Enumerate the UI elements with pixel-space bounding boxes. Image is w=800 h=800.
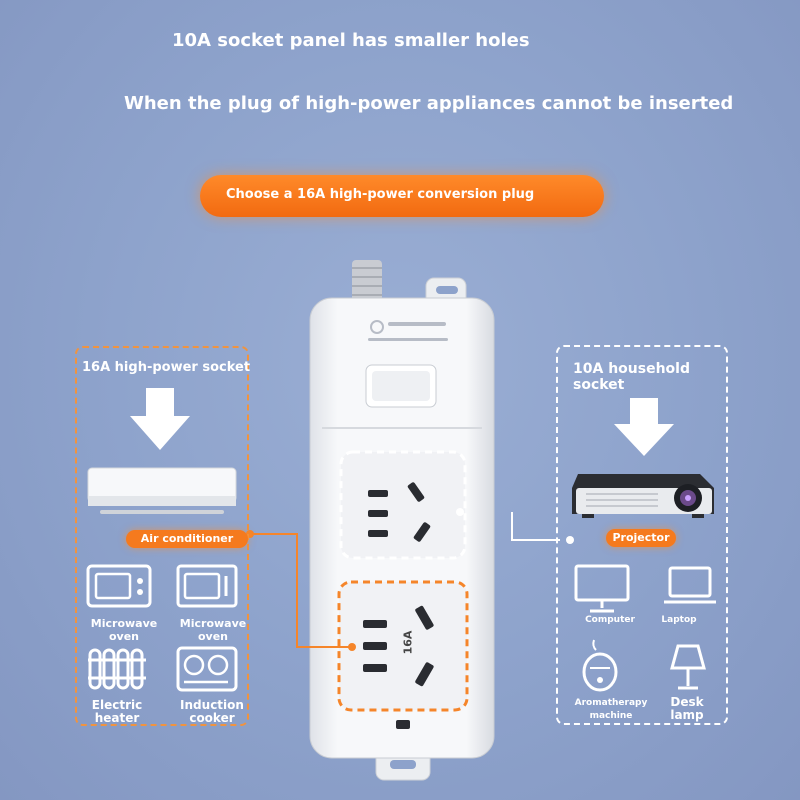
connector-right [511, 512, 560, 541]
arrow-down-icon [130, 388, 190, 450]
microwave-icon [86, 564, 152, 608]
item-label-2: Microwave oven [179, 617, 247, 643]
air-conditioner-icon [87, 467, 237, 514]
cta-label: Choose a 16A high-power conversion plug [226, 187, 535, 202]
power-cable [352, 260, 382, 306]
socket-10a [339, 450, 467, 560]
brand-logo [368, 320, 448, 341]
aroma-diffuser-icon [582, 639, 618, 692]
item-label-computer: Computer [585, 615, 635, 625]
heater-icon [88, 648, 146, 690]
right-panel-title: 10A household socket [573, 361, 690, 393]
item-label-aromatherapy: Aromatherapy machine [574, 698, 648, 721]
laptop-icon [664, 566, 716, 604]
power-switch [365, 364, 437, 408]
induction-cooker-icon [176, 646, 238, 692]
item-label-1: Microwave oven [90, 617, 158, 643]
arrow-down-icon [614, 398, 674, 456]
socket-16a-label: 16A [401, 630, 415, 655]
left-featured-tag: Air conditioner [126, 530, 248, 548]
microwave-icon [176, 564, 238, 608]
left-panel-title: 16A high-power socket [82, 360, 251, 375]
projector-icon [572, 474, 714, 518]
computer-icon [574, 564, 630, 613]
right-featured-tag: Projector [606, 529, 676, 547]
connector-left [250, 533, 352, 648]
left-panel-frame [75, 346, 249, 726]
item-label-3: Electric heater [91, 698, 143, 725]
desk-lamp-icon [670, 644, 706, 690]
cta-pill [200, 175, 604, 217]
headline-top: 10A socket panel has smaller holes [172, 30, 530, 51]
item-label-desk-lamp: Desk lamp [670, 695, 704, 722]
item-label-laptop: Laptop [661, 615, 697, 625]
right-panel-frame [556, 345, 728, 725]
item-label-4: Induction cooker [180, 698, 244, 725]
headline-sub: When the plug of high-power appliances c… [124, 93, 734, 114]
socket-16a [337, 580, 469, 712]
